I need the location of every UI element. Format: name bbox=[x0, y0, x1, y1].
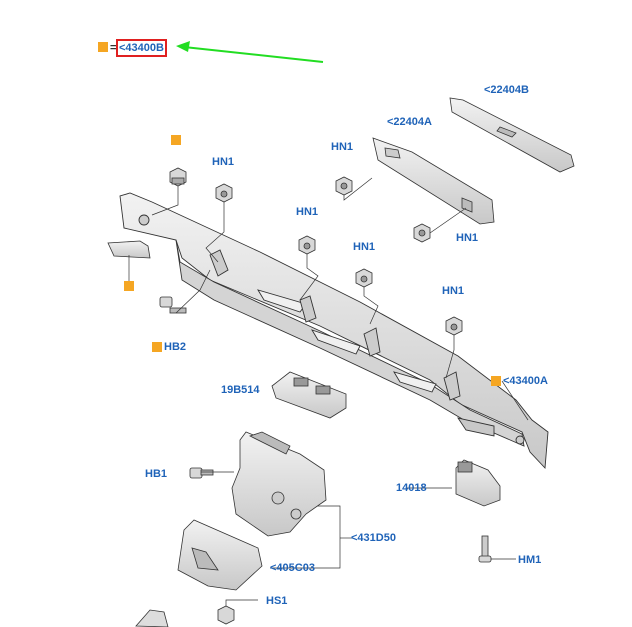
legend-marker bbox=[98, 42, 108, 52]
part-bottom-left bbox=[135, 609, 169, 627]
part-405C03-cover bbox=[177, 519, 263, 591]
leader-lines bbox=[128, 177, 529, 606]
part-14018-actuator bbox=[455, 459, 501, 507]
label-HN1-b[interactable]: HN1 bbox=[331, 141, 354, 153]
label-14018[interactable]: 14018 bbox=[396, 482, 427, 494]
fastener-hn1-d bbox=[355, 268, 373, 288]
bolt-hm1 bbox=[478, 535, 492, 563]
fastener-set bbox=[159, 167, 492, 625]
marker-top-fastener bbox=[171, 135, 181, 145]
fastener-hs1 bbox=[217, 605, 235, 625]
fastener-top-left bbox=[169, 167, 187, 187]
part-19B514-switch bbox=[271, 371, 347, 419]
marker-pad bbox=[124, 281, 134, 291]
label-431D50[interactable]: <431D50 bbox=[351, 532, 396, 544]
fastener-hn1-c bbox=[298, 235, 316, 255]
part-22404B-strip bbox=[449, 97, 575, 173]
label-HN1-a[interactable]: HN1 bbox=[212, 156, 235, 168]
label-HS1[interactable]: HS1 bbox=[266, 595, 288, 607]
label-HB1[interactable]: HB1 bbox=[145, 468, 168, 480]
marker-hb2 bbox=[152, 342, 162, 352]
part-431D50-latch bbox=[231, 431, 327, 537]
part-pad bbox=[107, 240, 151, 259]
part-43400A-panel bbox=[119, 192, 549, 470]
bolt-hb2 bbox=[159, 296, 187, 314]
part-22404A-bracket bbox=[372, 137, 495, 225]
fastener-hn1-a bbox=[215, 183, 233, 203]
label-HM1[interactable]: HM1 bbox=[518, 554, 542, 566]
label-22404B[interactable]: <22404B bbox=[484, 84, 529, 96]
fastener-hn1-b bbox=[335, 176, 353, 196]
label-405C03[interactable]: <405C03 bbox=[270, 562, 315, 574]
bolt-hb1 bbox=[189, 467, 214, 479]
legend-equals: = bbox=[110, 42, 117, 54]
label-HN1-f[interactable]: HN1 bbox=[442, 285, 465, 297]
label-HN1-e[interactable]: HN1 bbox=[456, 232, 479, 244]
fastener-hn1-e bbox=[413, 223, 431, 243]
label-HN1-c[interactable]: HN1 bbox=[296, 206, 319, 218]
label-HN1-d[interactable]: HN1 bbox=[353, 241, 376, 253]
label-22404A[interactable]: <22404A bbox=[387, 116, 432, 128]
label-43400A[interactable]: <43400A bbox=[503, 375, 548, 387]
label-HB2[interactable]: HB2 bbox=[164, 341, 187, 353]
legend-ref-43400B[interactable]: <43400B bbox=[116, 39, 167, 57]
fastener-hn1-f bbox=[445, 316, 463, 336]
marker-43400A bbox=[491, 376, 501, 386]
pointer-arrow bbox=[176, 41, 324, 63]
label-19B514[interactable]: 19B514 bbox=[221, 384, 260, 396]
